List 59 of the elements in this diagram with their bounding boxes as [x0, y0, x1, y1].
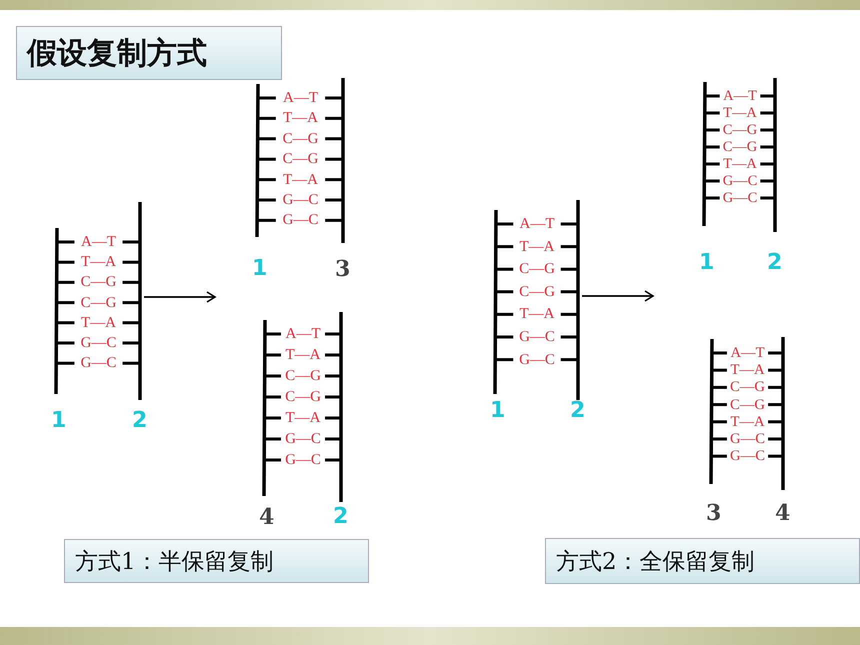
strand-number: 2: [333, 506, 348, 528]
base-pair: G—C: [80, 355, 118, 372]
title-box: 假设复制方式: [16, 26, 282, 80]
base-pair: A—T: [80, 234, 117, 250]
base-pair: A—T: [729, 345, 766, 361]
base-pair: G—C: [722, 190, 758, 206]
strand-number: 3: [706, 502, 722, 524]
base-pair: T—A: [729, 414, 766, 430]
strand-number: 2: [767, 252, 782, 274]
strand-number: 1: [51, 410, 66, 432]
base-pair: C—G: [80, 294, 118, 311]
strand-number: 4: [259, 506, 274, 528]
strand-number: 2: [570, 400, 586, 422]
base-pair: A—T: [284, 326, 322, 342]
base-pair: G—C: [729, 431, 766, 447]
base-pair: C—G: [282, 130, 320, 147]
base-pair: T—A: [282, 110, 319, 126]
base-pair: T—A: [722, 105, 758, 121]
base-pair: C—G: [80, 274, 118, 290]
base-pair: G—C: [284, 431, 322, 447]
strand-number: 3: [335, 258, 350, 280]
caption-box: 方式2：全保留复制: [545, 538, 860, 584]
base-pair: C—G: [518, 261, 556, 278]
strand-number: 1: [252, 258, 268, 280]
arrow: [582, 290, 654, 302]
strand-number: 4: [775, 502, 790, 524]
base-pair: G—C: [518, 329, 556, 345]
base-pair: C—G: [722, 122, 758, 138]
base-pair: G—C: [284, 452, 322, 468]
base-pair: C—G: [284, 368, 322, 384]
caption-box: 方式1：半保留复制: [64, 539, 369, 583]
base-pair: T—A: [729, 362, 766, 378]
base-pair: G—C: [282, 212, 320, 228]
base-pair: C—G: [518, 284, 556, 300]
base-pair: T—A: [518, 238, 556, 255]
base-pair: G—C: [729, 448, 766, 464]
base-pair: C—G: [722, 139, 758, 155]
base-pair: T—A: [284, 347, 322, 363]
strand-number: 2: [132, 410, 148, 432]
base-pair: T—A: [722, 156, 758, 172]
base-pair: T—A: [282, 172, 319, 188]
base-pair: A—T: [722, 88, 758, 104]
base-pair: G—C: [80, 335, 118, 351]
strand-number: 1: [490, 400, 506, 422]
base-pair: T—A: [80, 254, 117, 270]
base-pair: C—G: [729, 379, 766, 396]
base-pair: T—A: [284, 410, 322, 426]
strand-number: 1: [699, 252, 714, 274]
base-pair: C—G: [284, 389, 322, 405]
base-pair: C—G: [282, 151, 320, 168]
arrow: [144, 291, 216, 303]
base-pair: T—A: [80, 314, 117, 331]
base-pair: T—A: [518, 306, 556, 322]
base-pair: A—T: [282, 90, 319, 106]
base-pair: G—C: [518, 352, 556, 368]
base-pair: C—G: [729, 396, 766, 413]
base-pair: A—T: [518, 216, 556, 232]
base-pair: G—C: [282, 192, 320, 208]
base-pair: G—C: [722, 173, 758, 189]
